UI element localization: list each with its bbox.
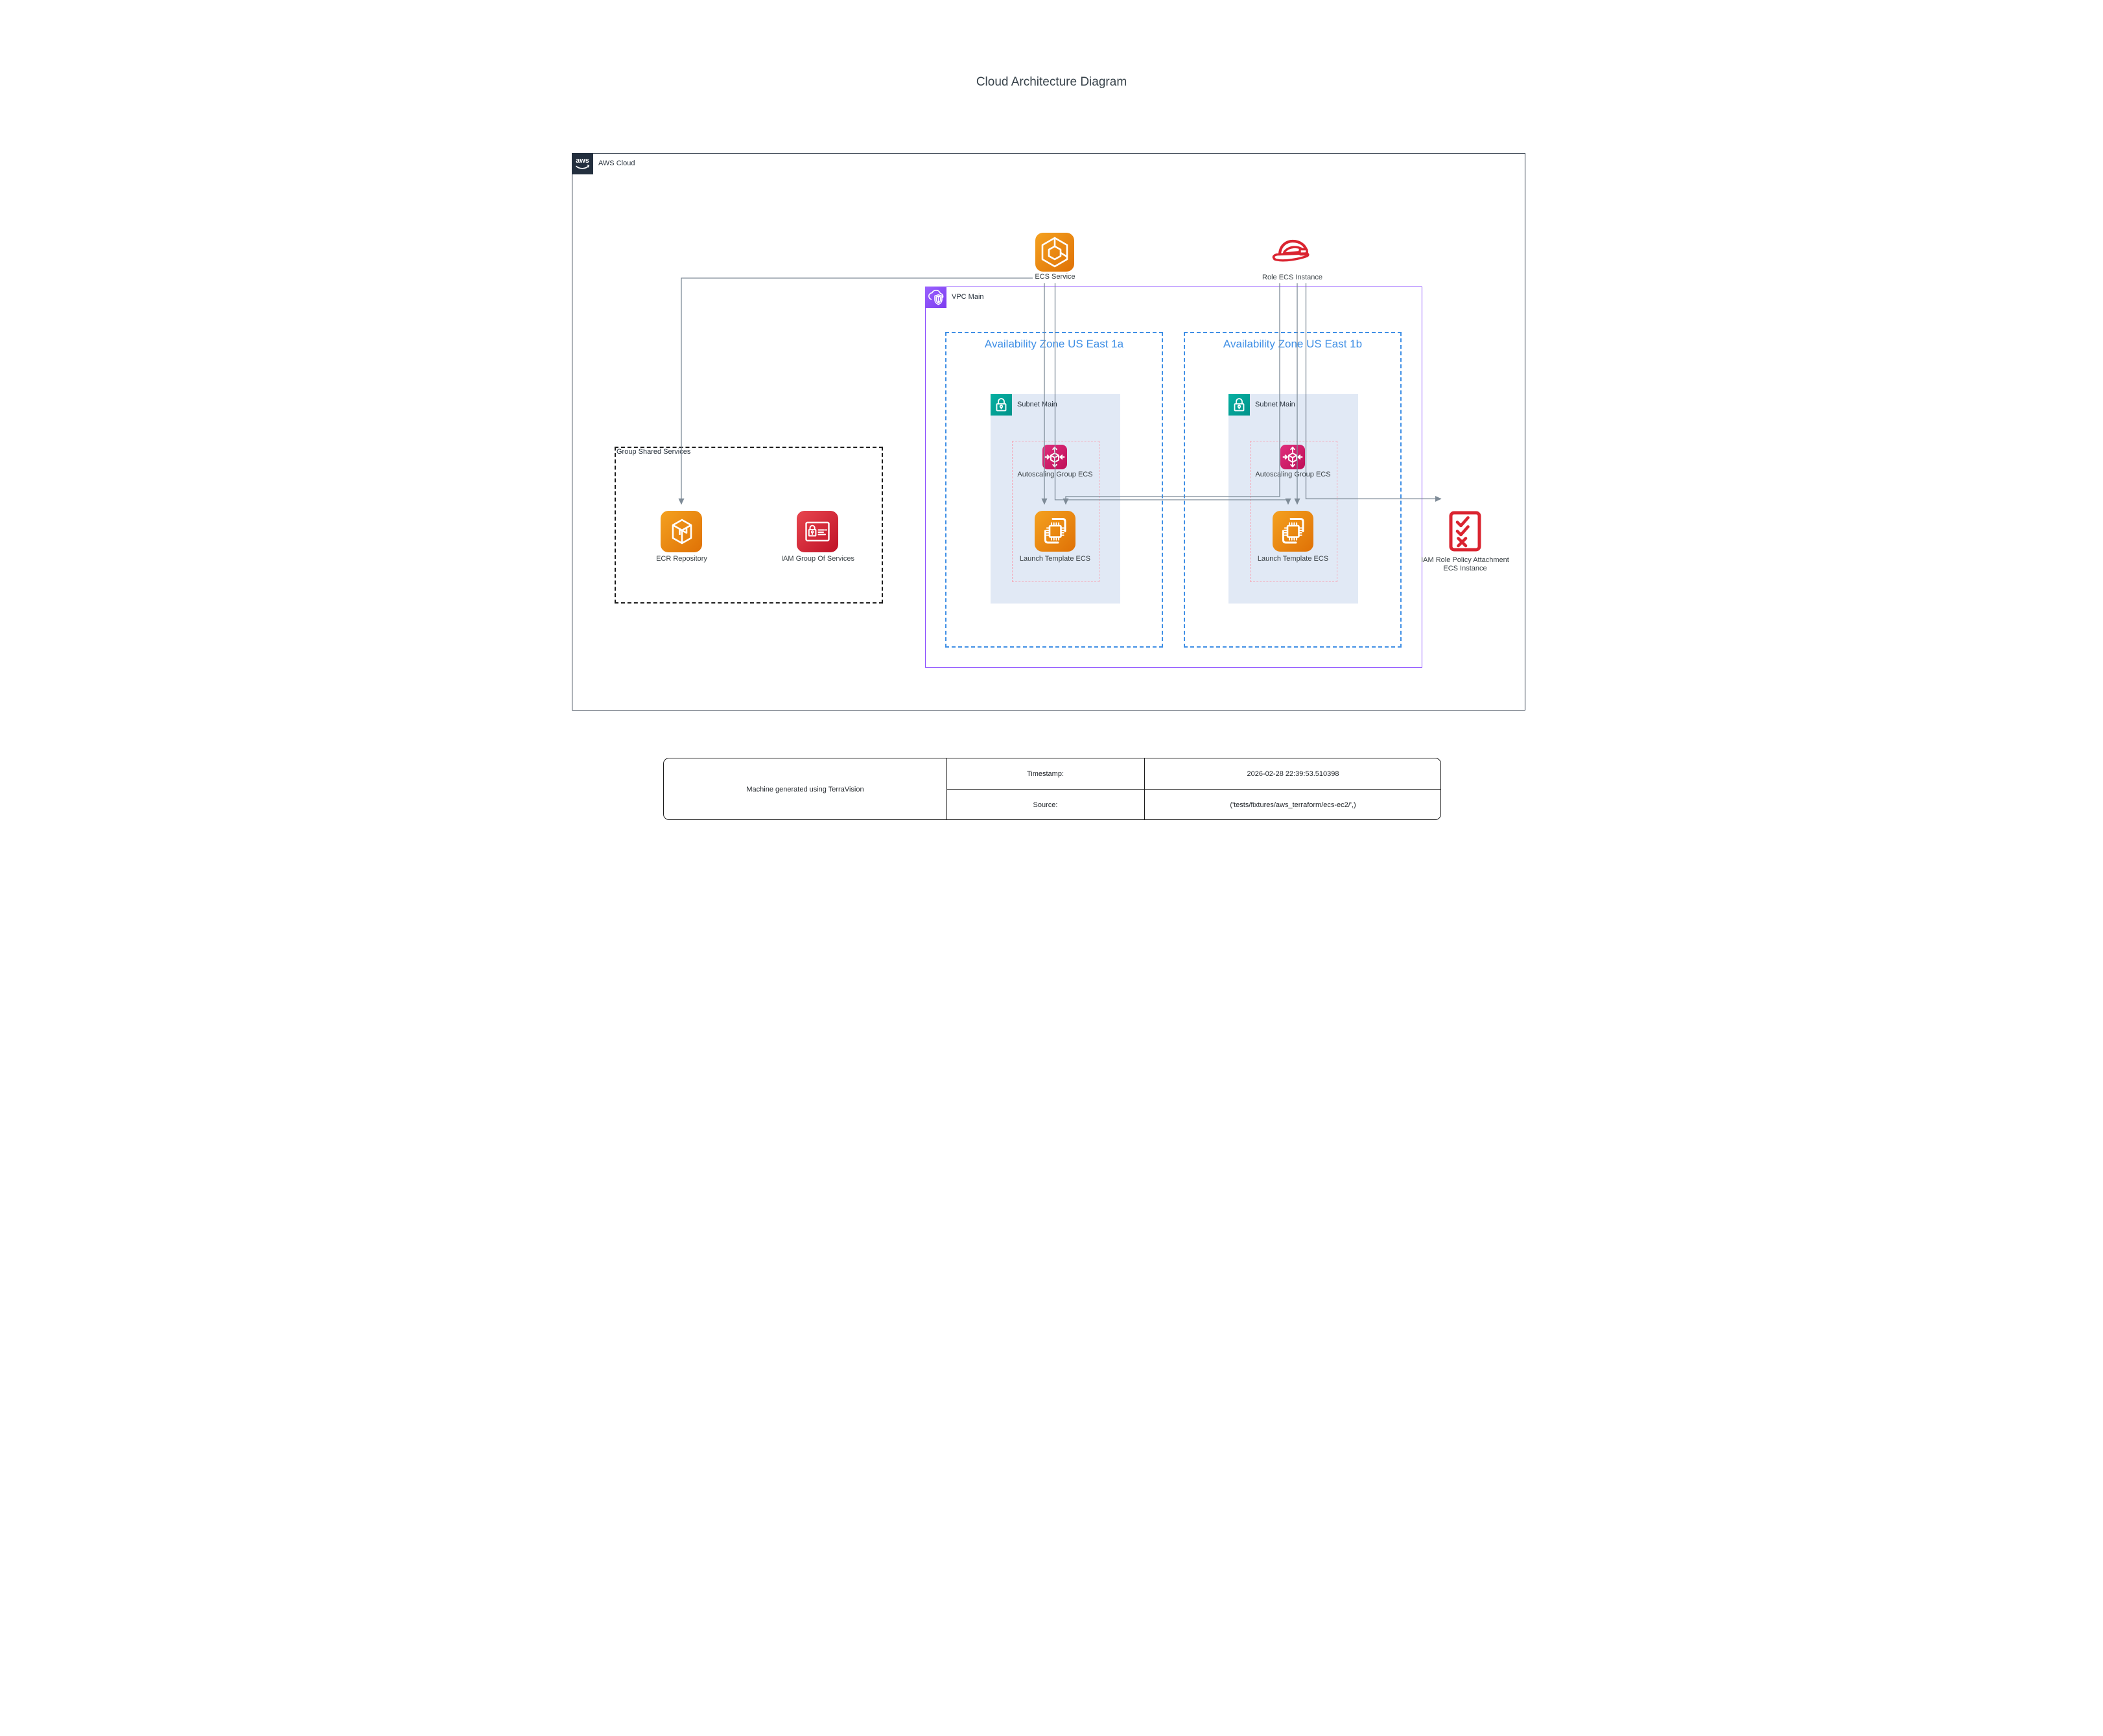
iam-role-policy-label-line2: ECS Instance — [1443, 565, 1487, 572]
footer-source-label: Source: — [1033, 801, 1058, 809]
footer-timestamp-value: 2026-02-28 22:39:53.510398 — [1247, 769, 1339, 778]
aws-cloud-container — [572, 153, 1525, 710]
ecr-repository-icon — [661, 511, 702, 552]
launch-template-b-label: Launch Template ECS — [1257, 555, 1329, 563]
diagram-canvas: Cloud Architecture Diagram aws AWS Cloud… — [526, 0, 1577, 868]
iam-role-policy-icon — [1449, 511, 1481, 552]
iam-role-policy-label-line1: IAM Role Policy Attachment — [1421, 556, 1509, 564]
role-ecs-instance-icon — [1271, 236, 1313, 266]
subnet-b-label: Subnet Main — [1255, 401, 1295, 408]
launch-template-b-icon — [1273, 511, 1313, 552]
vpc-icon — [925, 287, 946, 308]
role-ecs-instance-label: Role ECS Instance — [1262, 274, 1322, 281]
autoscaling-a-label: Autoscaling Group ECS — [1017, 471, 1093, 478]
subnet-a-label: Subnet Main — [1017, 401, 1057, 408]
footer-row-divider — [946, 789, 1440, 790]
autoscaling-b-label: Autoscaling Group ECS — [1255, 471, 1331, 478]
iam-role-policy-label: IAM Role Policy Attachment ECS Instance — [1413, 556, 1517, 573]
iam-group-label: IAM Group Of Services — [781, 555, 855, 563]
subnet-b-lock-icon — [1228, 394, 1250, 416]
page-title: Cloud Architecture Diagram — [976, 75, 1127, 89]
aws-cloud-label: AWS Cloud — [598, 159, 635, 167]
aws-logo-icon: aws — [572, 153, 593, 174]
footer-table: Machine generated using TerraVision Time… — [663, 758, 1441, 820]
availability-zone-b-label: Availability Zone US East 1b — [1223, 338, 1363, 350]
ecs-service-icon — [1035, 233, 1074, 272]
launch-template-a-label: Launch Template ECS — [1019, 555, 1091, 563]
group-shared-services-label: Group Shared Services — [617, 448, 691, 456]
autoscaling-group-b-boundary — [1250, 441, 1337, 582]
autoscaling-b-icon — [1280, 445, 1305, 469]
footer-generator: Machine generated using TerraVision — [746, 786, 864, 793]
svg-text:aws: aws — [576, 157, 589, 165]
iam-group-icon — [797, 511, 838, 552]
vpc-label: VPC Main — [952, 293, 984, 301]
ecs-service-label: ECS Service — [1035, 273, 1075, 281]
subnet-a-lock-icon — [991, 394, 1012, 416]
footer-source-value: ('tests/fixtures/aws_terraform/ecs-ec2/'… — [1230, 801, 1356, 809]
group-shared-services-container — [615, 447, 883, 604]
autoscaling-a-icon — [1042, 445, 1067, 469]
launch-template-a-icon — [1035, 511, 1075, 552]
ecr-repository-label: ECR Repository — [656, 555, 707, 563]
availability-zone-a-label: Availability Zone US East 1a — [984, 338, 1124, 350]
footer-timestamp-label: Timestamp: — [1026, 769, 1064, 778]
